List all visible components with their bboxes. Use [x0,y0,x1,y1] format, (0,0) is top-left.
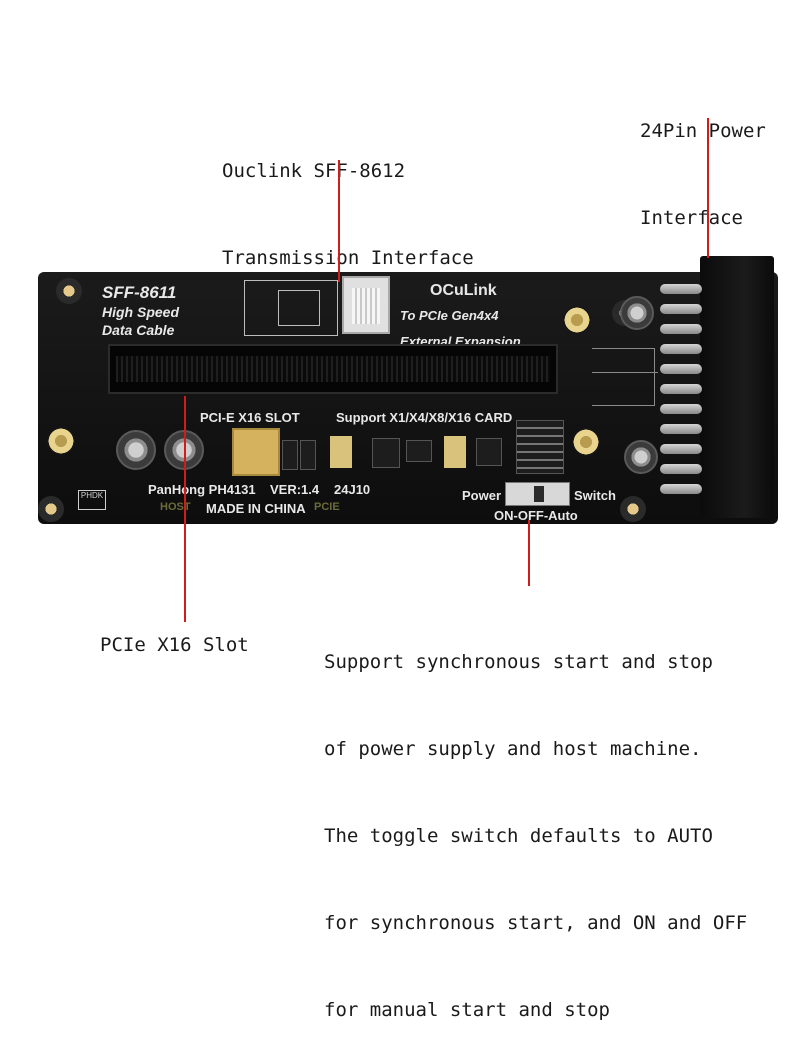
power24pin-callout-line-2: Interface [640,207,743,229]
sff-8612-port [342,276,390,334]
switch-leader-line [528,520,530,586]
capacitor-bottom-right [624,440,658,474]
sync-start-line-5: for manual start and stop [324,999,610,1021]
gold-pad-left [47,427,75,455]
sync-start-line-1: Support synchronous start and stop [324,651,713,673]
atx-pin [660,304,702,314]
connector-outline-inner [278,290,320,326]
mounting-hole-top-left [56,278,82,304]
atx-pin [660,424,702,434]
connector-outline [244,280,338,336]
smd-component [282,440,298,470]
model-label: PanHong PH4131 [148,482,256,497]
atx-pin [660,344,702,354]
gold-inductor [232,428,280,476]
power-label: Power [462,488,502,503]
power24pin-callout: 24Pin Power Interface [640,59,766,262]
sync-start-line-3: The toggle switch defaults to AUTO [324,825,713,847]
phdk-logo: PHDK [78,490,106,510]
resistor-array [516,420,564,474]
sff8612-callout-line-1: Ouclink SFF-8612 [222,160,406,182]
switch-label: Switch [574,488,616,503]
capacitor-top-right [620,296,654,330]
ic-chip [476,438,502,466]
ic-chip [406,440,432,462]
made-in-label: MADE IN CHINA [206,501,306,516]
mounting-hole-bottom-left [38,496,64,522]
date-code-label: 24J10 [334,482,371,497]
host-label: HOST [160,501,191,513]
ic-chip [372,438,400,468]
atx-pin [660,404,702,414]
gold-pad [444,436,466,468]
power-toggle-switch[interactable] [505,482,570,506]
switch-modes-label: ON-OFF-Auto [494,508,578,523]
atx-pin [660,284,702,294]
gold-pad-right [572,428,600,456]
smd-component [300,440,316,470]
gold-pad [330,436,352,468]
capacitor-left-1 [116,430,156,470]
to-pcie-label: To PCIe Gen4x4 [400,308,499,323]
data-cable-label: Data Cable [102,322,175,338]
pcie-small-label: PCIE [314,501,340,513]
support-cards-label: Support X1/X4/X8/X16 CARD [336,410,513,425]
atx-pin [660,464,702,474]
sync-start-callout: Support synchronous start and stop of po… [324,590,747,1054]
atx-24pin-connector [700,256,774,518]
power24pin-callout-line-1: 24Pin Power [640,120,766,142]
sff8612-callout-line-2: Transmission Interface [222,247,474,269]
atx-pin [660,324,702,334]
sync-start-line-4: for synchronous start, and ON and OFF [324,912,748,934]
pcie-x16-slot [108,344,558,394]
atx-pin [660,384,702,394]
atx-pin [660,444,702,454]
gold-pad-top [563,306,591,334]
pcie-slot-callout: PCIe X16 Slot [100,634,249,656]
switch-knob[interactable] [534,486,544,502]
atx-pin [660,484,702,494]
high-speed-label: High Speed [102,304,180,320]
power24pin-leader-line [707,118,709,258]
oculink-label: OCuLink [430,282,497,299]
sff-8611-label: SFF-8611 [102,283,177,302]
sff8612-leader-line [338,160,340,282]
atx-pin [660,364,702,374]
sff8612-callout: Ouclink SFF-8612 Transmission Interface [222,99,474,302]
sync-start-line-2: of power supply and host machine. [324,738,702,760]
power-traces [592,348,655,406]
version-label: VER:1.4 [270,482,320,497]
pcie-slot-leader-line [184,396,186,622]
pcie-slot-label: PCI-E X16 SLOT [200,410,300,425]
mounting-hole-bottom-right [620,496,646,522]
power-trace-arrow [592,372,658,373]
